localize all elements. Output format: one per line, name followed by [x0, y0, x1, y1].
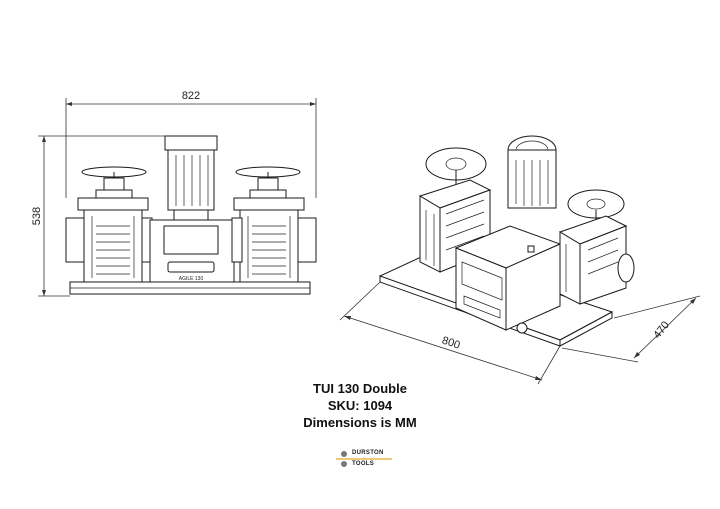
units-note: Dimensions is MM — [303, 415, 417, 430]
right-mill — [231, 166, 317, 283]
nameplate-label: AGILE 130 — [179, 276, 204, 282]
left-mill — [65, 166, 153, 283]
length-label: 800 — [440, 335, 461, 352]
logo-line2: TOOLS — [352, 461, 375, 467]
iso-right-mill — [558, 189, 635, 305]
isometric-view: 800 470 — [339, 135, 701, 385]
width-label: 822 — [182, 90, 200, 102]
sku-label: SKU: 1094 — [327, 398, 393, 413]
width-dimension: 822 — [65, 90, 317, 198]
height-dimension: 538 — [31, 135, 165, 297]
front-view: 822 538 — [31, 90, 317, 297]
height-label: 538 — [31, 207, 43, 225]
center-motor: AGILE 130 — [149, 135, 235, 283]
length-dimension: 800 — [339, 281, 561, 385]
product-name: TUI 130 Double — [313, 381, 407, 396]
iso-housing — [454, 225, 562, 334]
logo-line1: DURSTON — [352, 450, 384, 456]
iso-motor — [507, 135, 557, 209]
